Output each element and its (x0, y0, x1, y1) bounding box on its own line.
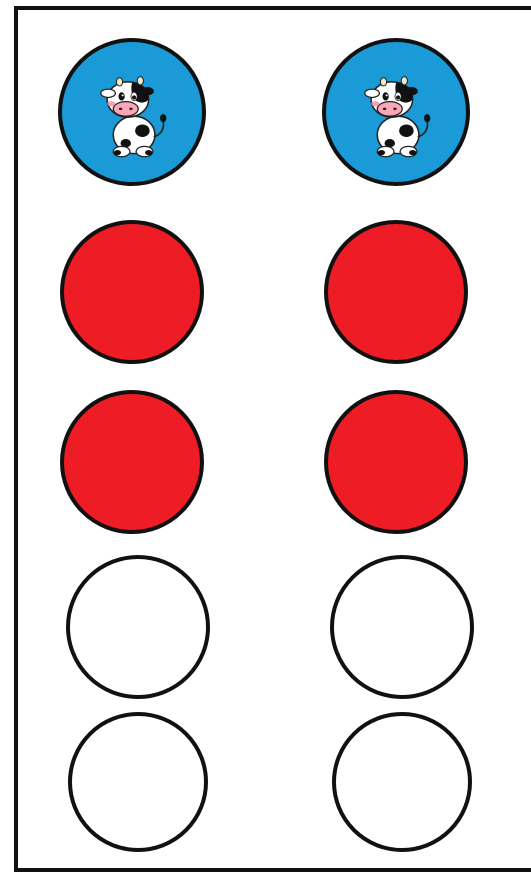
red-counter (326, 222, 466, 362)
empty-counter (70, 714, 206, 850)
empty-counter (68, 557, 208, 697)
red-counter (62, 222, 202, 362)
empty-counter (332, 557, 472, 697)
empty-counter (334, 714, 470, 850)
red-counter (326, 392, 466, 532)
red-counter (62, 392, 202, 532)
